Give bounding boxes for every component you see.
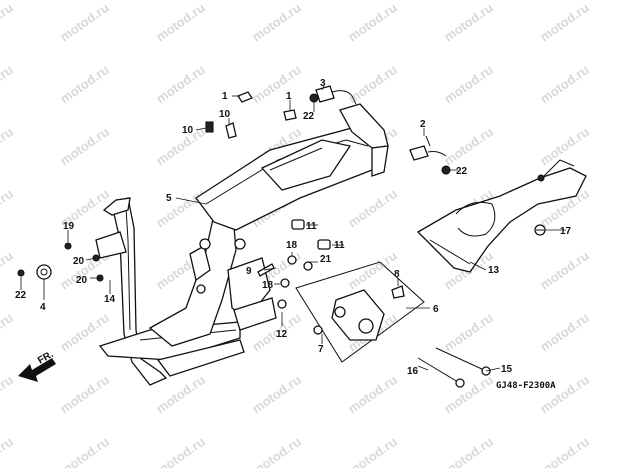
part-16-bolt	[417, 357, 465, 388]
callout-16: 16	[407, 366, 419, 377]
watermark-text: motod.ru	[441, 310, 496, 355]
callout-19: 19	[63, 221, 75, 232]
callout-11b: 11	[334, 240, 345, 251]
part-12	[277, 299, 287, 309]
callout-11a: 11	[306, 221, 317, 232]
watermark-text: motod.ru	[57, 124, 112, 169]
callout-10a: 10	[182, 125, 194, 136]
part-18a	[287, 255, 297, 265]
watermark-text: motod.ru	[153, 0, 208, 44]
watermark-text: motod.ru	[153, 434, 208, 468]
part-18b	[280, 278, 290, 288]
callout-15: 15	[501, 364, 513, 375]
watermark-text: motod.ru	[537, 434, 592, 468]
watermark-text: motod.ru	[153, 124, 208, 169]
part-10a	[205, 121, 214, 133]
part-17-bolt	[534, 224, 546, 236]
watermark-text: motod.ru	[0, 372, 16, 417]
watermark-text: motod.ru	[57, 0, 112, 44]
watermark-text: motod.ru	[57, 372, 112, 417]
callout-22b: 22	[456, 166, 468, 177]
main-frame	[95, 103, 389, 386]
watermark-text: motod.ru	[249, 0, 304, 44]
callout-labels: 1 1 10 10 3 22 5 2 22 17 13 11 11 18 21 …	[15, 78, 572, 377]
watermark-text: motod.ru	[249, 434, 304, 468]
part-11a	[291, 219, 305, 230]
watermark-text: motod.ru	[153, 62, 208, 107]
watermark-text: motod.ru	[0, 248, 16, 293]
watermark-text: motod.ru	[0, 310, 16, 355]
callout-3: 3	[320, 78, 326, 89]
callout-1b: 1	[286, 91, 292, 102]
part-15-bolt	[435, 347, 491, 376]
watermark-text: motod.ru	[0, 124, 16, 169]
watermark-text: motod.ru	[537, 62, 592, 107]
watermark-text: motod.ru	[441, 62, 496, 107]
callout-6: 6	[433, 304, 439, 315]
part-6-engine-hanger-box	[295, 261, 425, 363]
callout-8: 8	[394, 269, 400, 280]
watermark-text: motod.ru	[345, 186, 400, 231]
part-19	[64, 242, 72, 250]
leader-lines	[20, 85, 566, 372]
callout-21: 21	[320, 254, 332, 265]
part-22c-bolt	[17, 269, 25, 277]
watermark-text: motod.ru	[537, 248, 592, 293]
callout-17: 17	[560, 226, 572, 237]
part-1a	[237, 91, 253, 103]
callout-7: 7	[318, 344, 324, 355]
part-3	[315, 85, 357, 105]
callout-1a: 1	[222, 91, 228, 102]
watermark-text: motod.ru	[441, 434, 496, 468]
part-1b	[283, 109, 297, 121]
watermark-text: motod.ru	[441, 372, 496, 417]
watermark-text: motod.ru	[345, 0, 400, 44]
part-22a-nut	[309, 93, 319, 103]
watermark-text: motod.ru	[0, 0, 16, 44]
watermark-text: motod.ru	[0, 62, 16, 107]
callout-20a: 20	[73, 256, 85, 267]
watermark-text: motod.ru	[0, 186, 16, 231]
watermark-text: motod.ru	[153, 186, 208, 231]
front-direction-arrow	[18, 358, 56, 382]
watermark-text: motod.ru	[249, 62, 304, 107]
watermark-text: motod.ru	[57, 434, 112, 468]
callout-14: 14	[104, 294, 116, 305]
watermark-text: motod.ru	[345, 372, 400, 417]
callout-5: 5	[166, 193, 172, 204]
callout-22a: 22	[303, 111, 315, 122]
watermark-text: motod.ru	[441, 124, 496, 169]
callout-12: 12	[276, 329, 288, 340]
part-2-sensor	[409, 135, 447, 161]
diagram-code: GJ48-F2300A	[496, 381, 556, 391]
part-11b	[317, 239, 331, 250]
watermark-text: motod.ru	[537, 310, 592, 355]
part-13-duct	[416, 159, 587, 273]
watermark-text: motod.ru	[249, 372, 304, 417]
callout-18a: 18	[286, 240, 298, 251]
part-22b-nut	[441, 165, 451, 175]
callout-4: 4	[40, 302, 46, 313]
callout-20b: 20	[76, 275, 88, 286]
part-4-horn	[36, 264, 52, 280]
callout-9: 9	[246, 266, 252, 277]
callout-13: 13	[488, 265, 500, 276]
callout-22c: 22	[15, 290, 27, 301]
callout-18b: 18	[262, 280, 274, 291]
part-21	[303, 261, 313, 271]
part-10b	[225, 122, 237, 139]
watermark-text: motod.ru	[441, 0, 496, 44]
callout-10b: 10	[219, 109, 231, 120]
watermark-text: motod.ru	[537, 372, 592, 417]
watermark-text: motod.ru	[0, 434, 16, 468]
watermark-text: motod.ru	[57, 62, 112, 107]
callout-2: 2	[420, 119, 426, 130]
watermark-text: motod.ru	[345, 434, 400, 468]
watermark-text: motod.ru	[537, 0, 592, 44]
